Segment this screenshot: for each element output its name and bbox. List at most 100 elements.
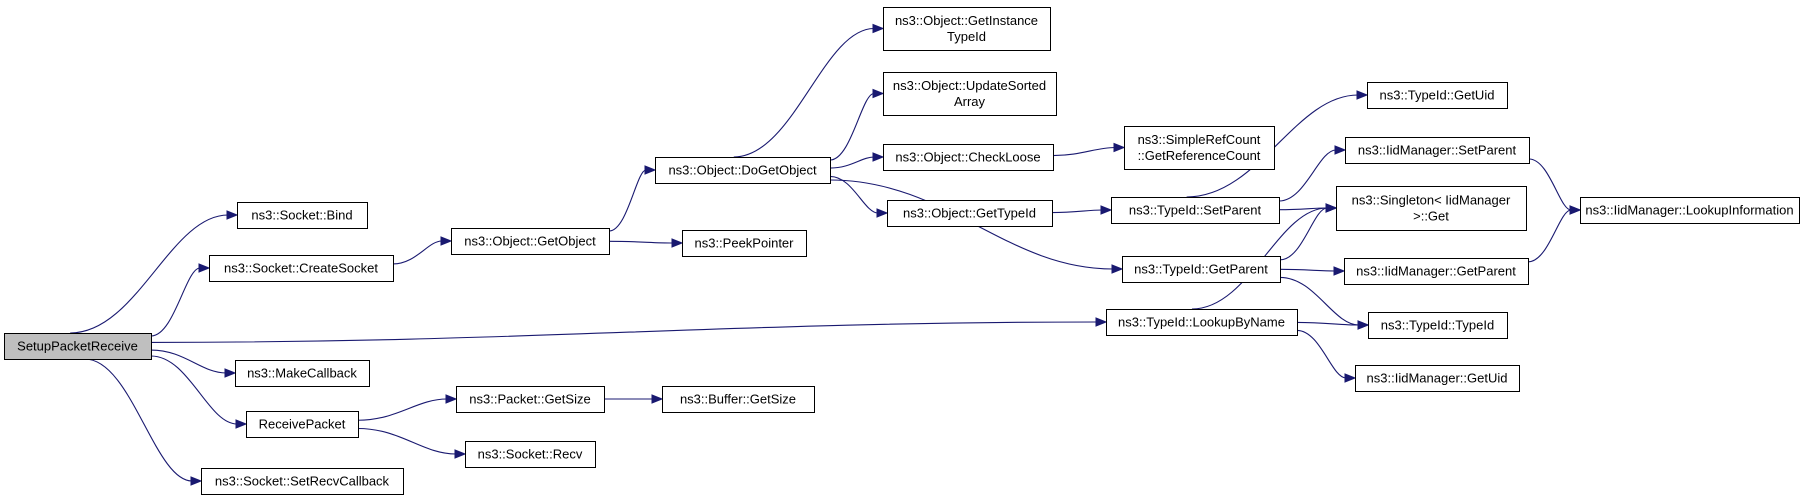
node-packet-get-size[interactable]: ns3::Packet::GetSize: [456, 386, 605, 413]
node-label: ns3::IidManager::LookupInformation: [1585, 203, 1793, 218]
node-peek-pointer[interactable]: ns3::PeekPointer: [682, 230, 807, 257]
node-box: [465, 441, 596, 468]
edge-object_do_get_object-to-object_get_typeid: [829, 175, 889, 218]
edge-line: [150, 349, 227, 374]
node-simple-ref-count-get-reference-count[interactable]: ns3::SimpleRefCount::GetReferenceCount: [1124, 126, 1275, 170]
arrow-head: [872, 23, 885, 34]
edge-iid_manager_get_parent-to-iid_manager_lookup_information: [1527, 205, 1582, 263]
node-typeid-get-parent[interactable]: ns3::TypeId::GetParent: [1122, 256, 1281, 283]
node-box: [1344, 258, 1529, 285]
node-label: ns3::IidManager::GetUid: [1367, 371, 1508, 386]
node-box: [201, 468, 404, 495]
edge-line: [1279, 268, 1336, 272]
node-label: ns3::TypeId::SetParent: [1129, 203, 1262, 218]
node-label: ns3::Socket::Recv: [478, 447, 583, 462]
edge-layer: [70, 23, 1582, 486]
node-typeid-set-parent[interactable]: ns3::TypeId::SetParent: [1111, 197, 1280, 224]
edge-packet_get_size-to-buffer_get_size: [603, 394, 664, 404]
arrow-head: [1334, 145, 1347, 155]
edge-typeid_get_parent-to-iid_manager_get_parent: [1279, 266, 1346, 276]
node-box: [4, 333, 152, 360]
edge-setup_packet_receive-to-make_callback: [150, 349, 237, 378]
node-box: [1124, 126, 1275, 170]
node-object-get-typeid[interactable]: ns3::Object::GetTypeId: [887, 200, 1053, 227]
arrow-head: [226, 210, 239, 220]
arrow-head: [876, 208, 889, 218]
node-label: ns3::Object::CheckLoose: [895, 150, 1040, 165]
node-receive-packet[interactable]: ReceivePacket: [246, 411, 359, 438]
edge-object_do_get_object-to-object_get_instance_typeid: [733, 23, 885, 158]
arrow-head: [1344, 373, 1357, 383]
arrow-head: [440, 236, 453, 246]
edge-line: [150, 267, 201, 337]
arrow-head: [872, 152, 885, 162]
edge-typeid_set_parent-to-typeid_get_uid: [1186, 90, 1369, 198]
node-object-check-loose[interactable]: ns3::Object::CheckLoose: [883, 144, 1054, 171]
node-typeid-lookup-by-name[interactable]: ns3::TypeId::LookupByName: [1106, 309, 1298, 336]
node-label: ns3::Buffer::GetSize: [680, 392, 796, 407]
edge-object_do_get_object-to-object_update_sorted_array: [829, 88, 885, 161]
node-label: ReceivePacket: [259, 417, 346, 432]
edge-line: [829, 175, 879, 214]
node-box: [682, 230, 807, 257]
edge-line: [1296, 321, 1360, 326]
node-label: ns3::TypeId::GetParent: [1134, 262, 1268, 277]
node-label: ns3::Singleton< IidManager: [1352, 193, 1511, 208]
node-buffer-get-size[interactable]: ns3::Buffer::GetSize: [662, 386, 815, 413]
node-singleton-iid-manager-get[interactable]: ns3::Singleton< IidManager>::Get: [1336, 186, 1527, 231]
edge-line: [829, 92, 875, 161]
edge-object_get_object-to-object_do_get_object: [608, 165, 657, 232]
arrow-head: [1111, 264, 1124, 274]
node-setup-packet-receive[interactable]: SetupPacketReceive: [4, 333, 152, 360]
arrow-head: [1356, 90, 1369, 100]
edge-line: [84, 358, 193, 482]
node-make-callback[interactable]: ns3::MakeCallback: [235, 360, 370, 387]
node-box: [456, 386, 605, 413]
edge-object_get_object-to-peek_pointer: [608, 238, 684, 248]
node-label: ns3::Socket::CreateSocket: [224, 261, 378, 276]
node-socket-bind[interactable]: ns3::Socket::Bind: [237, 202, 368, 229]
edge-object_get_typeid-to-typeid_set_parent: [1051, 205, 1113, 215]
node-label: ns3::Packet::GetSize: [469, 392, 590, 407]
node-object-get-object[interactable]: ns3::Object::GetObject: [451, 228, 610, 255]
arrow-head: [872, 88, 885, 99]
node-label: ns3::TypeId::TypeId: [1381, 318, 1494, 333]
arrow-head: [1357, 320, 1370, 330]
edge-typeid_lookup_by_name-to-typeid_typeid: [1296, 320, 1370, 330]
edge-setup_packet_receive-to-receive_packet: [150, 355, 248, 429]
node-iid-manager-get-parent[interactable]: ns3::IidManager::GetParent: [1344, 258, 1529, 285]
arrow-head: [671, 238, 684, 248]
node-box: [235, 360, 370, 387]
arrow-head: [235, 419, 248, 429]
node-typeid-get-uid[interactable]: ns3::TypeId::GetUid: [1367, 82, 1508, 109]
edge-line: [1052, 146, 1116, 157]
edge-object_do_get_object-to-object_check_loose: [829, 152, 885, 169]
node-socket-recv[interactable]: ns3::Socket::Recv: [465, 441, 596, 468]
edge-line: [608, 240, 674, 244]
node-box: [1111, 197, 1280, 224]
node-box: [1580, 197, 1800, 224]
arrow-head: [1113, 142, 1126, 153]
edge-line: [1278, 149, 1337, 202]
arrow-head: [1325, 203, 1338, 213]
node-label: ns3::MakeCallback: [247, 366, 357, 381]
node-object-do-get-object[interactable]: ns3::Object::DoGetObject: [655, 157, 831, 184]
node-socket-set-recv-callback[interactable]: ns3::Socket::SetRecvCallback: [201, 468, 404, 495]
node-box: [662, 386, 815, 413]
edge-typeid_lookup_by_name-to-iid_manager_get_uid: [1296, 329, 1357, 383]
node-iid-manager-get-uid[interactable]: ns3::IidManager::GetUid: [1355, 365, 1520, 392]
node-label: TypeId: [947, 29, 986, 44]
arrow-head: [1100, 205, 1113, 215]
edge-receive_packet-to-socket_recv: [357, 427, 467, 459]
node-box: [883, 7, 1051, 51]
node-box: [1367, 82, 1508, 109]
node-iid-manager-lookup-information[interactable]: ns3::IidManager::LookupInformation: [1580, 197, 1800, 224]
node-iid-manager-set-parent[interactable]: ns3::IidManager::SetParent: [1345, 137, 1530, 164]
edge-line: [357, 427, 457, 455]
edge-line: [1528, 158, 1572, 211]
node-label: ::GetReferenceCount: [1138, 148, 1261, 163]
node-typeid-typeid[interactable]: ns3::TypeId::TypeId: [1368, 312, 1508, 339]
node-socket-create-socket[interactable]: ns3::Socket::CreateSocket: [209, 255, 394, 282]
